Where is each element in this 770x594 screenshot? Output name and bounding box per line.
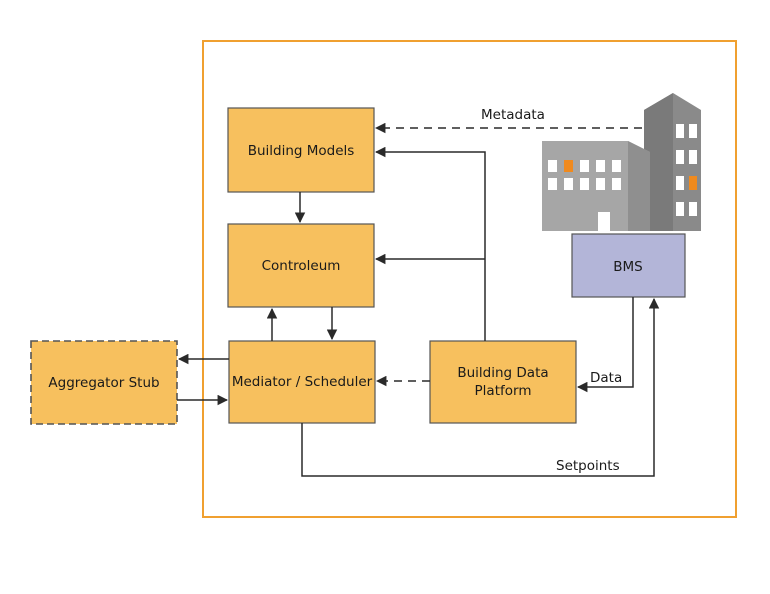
edge-setpoints [301,297,660,477]
node-aggregator-stub: Aggregator Stub [30,340,178,425]
node-bms: BMS [571,233,686,298]
edge-label-data: Data [590,370,622,386]
node-building-models: Building Models [227,107,375,193]
node-building-data-platform-label-1: Building Data [457,365,548,381]
edge-bdp-to-building-models [374,146,486,341]
node-building-data-platform-label-2: Platform [475,383,532,399]
edge-data [576,297,634,393]
edge-label-setpoints: Setpoints [556,458,620,474]
building-icon [542,93,701,231]
system-boundary [202,40,737,518]
node-mediator-label: Mediator / Scheduler [232,374,373,390]
node-building-data-platform: Building Data Platform [429,340,577,424]
node-bms-label: BMS [613,259,642,275]
node-controleum-label: Controleum [262,258,341,274]
node-mediator: Mediator / Scheduler [228,340,376,424]
edge-label-metadata: Metadata [481,107,545,123]
node-building-models-label: Building Models [248,143,355,159]
node-aggregator-stub-label: Aggregator Stub [48,375,159,391]
node-controleum: Controleum [227,223,375,308]
